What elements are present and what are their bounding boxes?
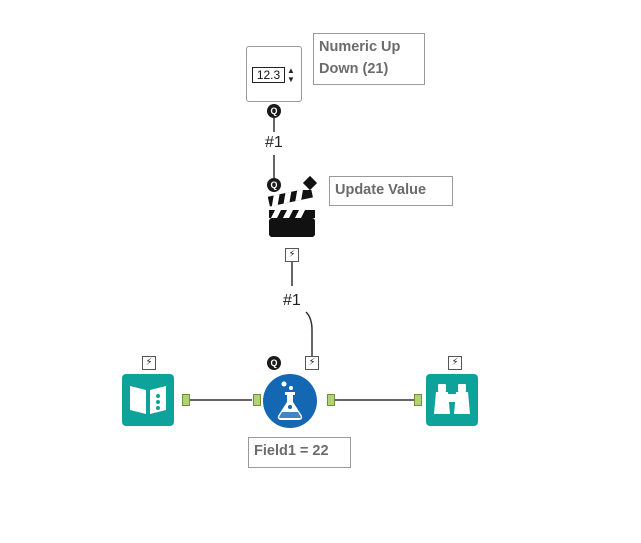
connection-label-middle: #1 [283,292,301,309]
update-value-annotation: Update Value [329,176,453,206]
numeric-updown-box: 12.3 [252,67,285,83]
lightning-bolt-icon: ⚡ [142,356,156,370]
numeric-updown-annotation: Numeric Up Down (21) [313,33,425,85]
formula-annotation: Field1 = 22 [248,437,351,468]
book-input-icon [130,386,166,414]
connection-label-top: #1 [265,134,283,151]
formula-tool[interactable] [263,374,317,428]
lightning-bolt-icon: ⚡ [285,248,299,262]
q-badge-icon: Q [267,356,281,370]
spinner-arrows-icon: ▲▼ [287,66,295,84]
output-anchor[interactable] [327,394,335,406]
lightning-bolt-icon: ⚡ [448,356,462,370]
flask-formula-icon [277,381,303,420]
binoculars-browse-icon [434,384,470,414]
input-data-tool[interactable] [122,374,174,426]
lightning-bolt-icon: ⚡ [305,356,319,370]
input-anchor[interactable] [253,394,261,406]
clapperboard-icon[interactable] [266,190,318,240]
browse-tool[interactable] [426,374,478,426]
numeric-updown-tool[interactable]: 12.3 ▲▼ [246,46,302,102]
output-anchor[interactable] [182,394,190,406]
q-badge-icon: Q [267,104,281,118]
numeric-updown-value: 12.3 [256,68,281,82]
input-anchor[interactable] [414,394,422,406]
q-badge-icon: Q [267,178,281,192]
